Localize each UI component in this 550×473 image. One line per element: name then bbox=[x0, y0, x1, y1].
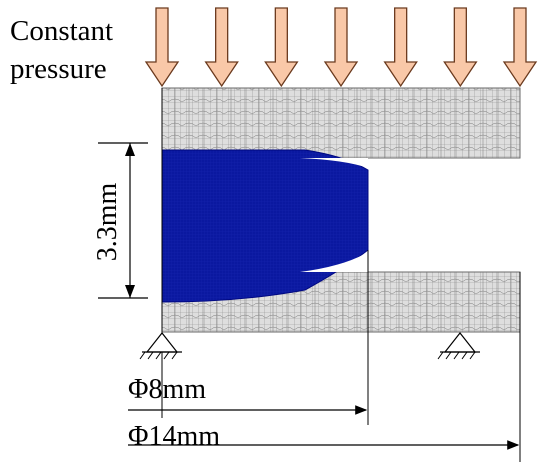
pressure-arrow-icon bbox=[264, 7, 299, 88]
pressure-arrow-icon bbox=[443, 7, 478, 88]
pressure-arrow-icon bbox=[323, 7, 359, 88]
pressure-arrow-icon bbox=[383, 7, 418, 88]
inner-diameter-label: Φ8mm bbox=[128, 374, 206, 405]
support-right-icon bbox=[437, 332, 480, 360]
outer-diameter-label: Φ14mm bbox=[128, 421, 220, 452]
pressure-arrow-icon bbox=[204, 7, 239, 88]
lower-gap bbox=[300, 252, 368, 272]
upper-gap bbox=[300, 158, 368, 168]
load-label-line1: Constant bbox=[10, 15, 113, 47]
pressure-arrow-icon bbox=[144, 7, 180, 88]
load-label-line2: pressure bbox=[10, 53, 107, 85]
height-label: 3.3mm bbox=[92, 183, 123, 262]
height-dimension bbox=[98, 142, 148, 299]
support-left-icon bbox=[139, 332, 182, 360]
pressure-arrows bbox=[144, 7, 538, 88]
pressure-arrow-icon bbox=[502, 7, 538, 88]
top-plate-mesh bbox=[161, 87, 521, 159]
